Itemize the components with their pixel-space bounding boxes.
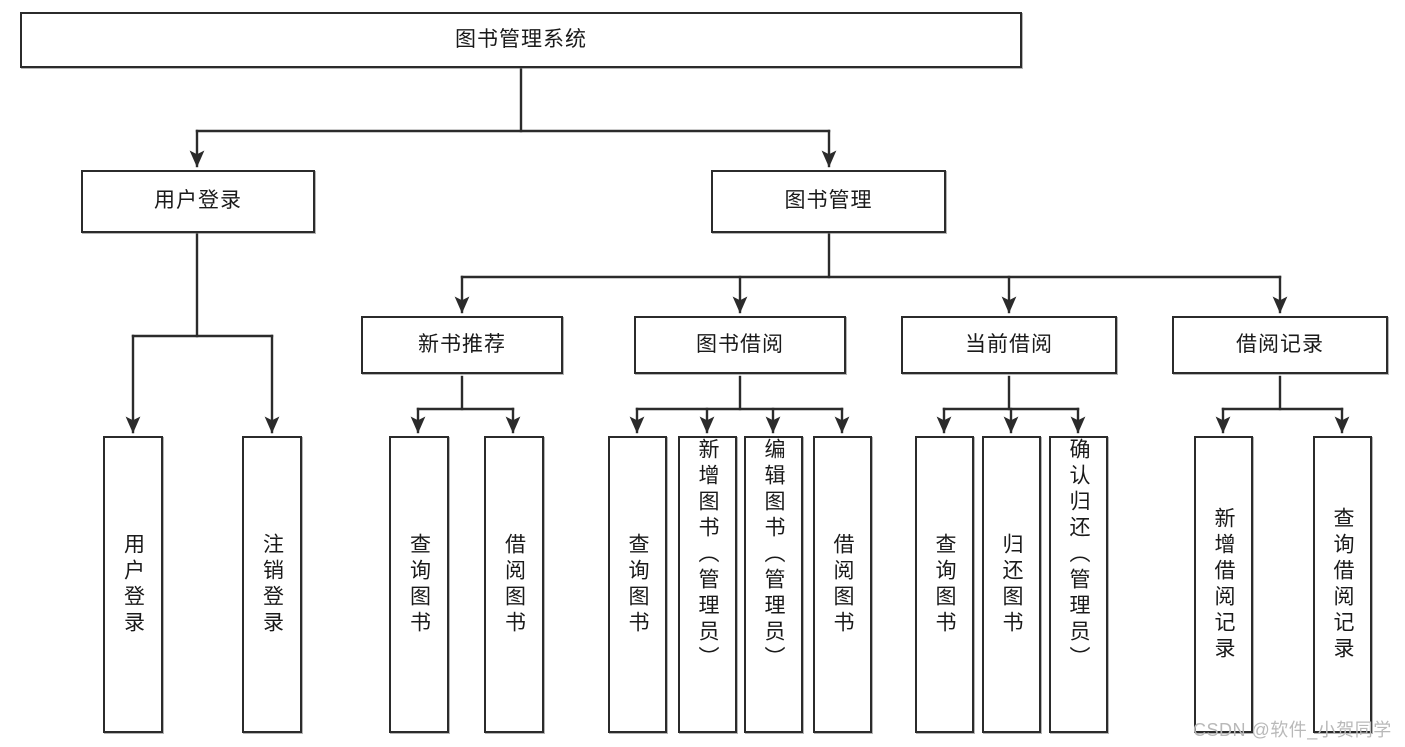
leaf-borrow-book-2[interactable]: 借阅图书	[813, 436, 872, 733]
node-book-borrow-label: 图书借阅	[696, 332, 784, 356]
leaf-query-book-2-label: 查询图书	[626, 532, 649, 637]
leaf-edit-book-label: 编辑图书（管理员）	[762, 438, 785, 672]
node-user-login[interactable]: 用户登录	[81, 170, 315, 233]
leaf-return-book[interactable]: 归还图书	[982, 436, 1041, 733]
leaf-return-book-label: 归还图书	[1000, 532, 1023, 637]
node-root[interactable]: 图书管理系统	[20, 12, 1022, 68]
leaf-user-login[interactable]: 用户登录	[103, 436, 163, 733]
leaf-add-book[interactable]: 新增图书（管理员）	[678, 436, 737, 733]
leaf-query-book-1[interactable]: 查询图书	[389, 436, 449, 733]
node-book-manage[interactable]: 图书管理	[711, 170, 946, 233]
leaf-confirm-return[interactable]: 确认归还（管理员）	[1049, 436, 1108, 733]
node-new-book-rec-label: 新书推荐	[418, 332, 506, 356]
leaf-borrow-book-1[interactable]: 借阅图书	[484, 436, 544, 733]
leaf-query-record-label: 查询借阅记录	[1331, 506, 1354, 663]
node-current-borrow[interactable]: 当前借阅	[901, 316, 1117, 374]
node-borrow-record-label: 借阅记录	[1236, 332, 1324, 356]
leaf-query-book-3-label: 查询图书	[933, 532, 956, 637]
node-current-borrow-label: 当前借阅	[965, 332, 1053, 356]
leaf-add-record-label: 新增借阅记录	[1212, 506, 1235, 663]
leaf-logout[interactable]: 注销登录	[242, 436, 302, 733]
node-book-borrow[interactable]: 图书借阅	[634, 316, 846, 374]
leaf-query-book-2[interactable]: 查询图书	[608, 436, 667, 733]
leaf-edit-book[interactable]: 编辑图书（管理员）	[744, 436, 803, 733]
watermark: CSDN @软件_小贺同学	[1193, 720, 1392, 740]
leaf-add-book-label: 新增图书（管理员）	[696, 438, 719, 672]
leaf-logout-label: 注销登录	[260, 532, 284, 637]
node-root-label: 图书管理系统	[455, 27, 587, 51]
leaf-add-record[interactable]: 新增借阅记录	[1194, 436, 1253, 733]
node-user-login-label: 用户登录	[154, 189, 242, 213]
node-borrow-record[interactable]: 借阅记录	[1172, 316, 1388, 374]
node-new-book-rec[interactable]: 新书推荐	[361, 316, 563, 374]
leaf-query-record[interactable]: 查询借阅记录	[1313, 436, 1372, 733]
leaf-user-login-label: 用户登录	[121, 532, 145, 637]
leaf-borrow-book-2-label: 借阅图书	[831, 532, 854, 637]
leaf-query-book-1-label: 查询图书	[407, 532, 431, 637]
leaf-query-book-3[interactable]: 查询图书	[915, 436, 974, 733]
node-book-manage-label: 图书管理	[784, 189, 873, 213]
leaf-confirm-return-label: 确认归还（管理员）	[1067, 438, 1090, 672]
leaf-borrow-book-1-label: 借阅图书	[502, 532, 526, 637]
